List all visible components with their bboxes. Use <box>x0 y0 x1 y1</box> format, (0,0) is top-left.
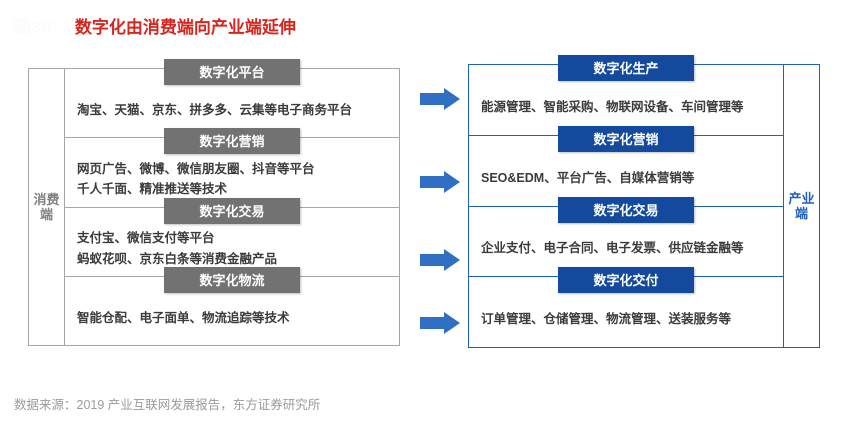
industry-section-delivery[interactable]: 数字化交付 订单管理、仓储管理、物流管理、送装服务等 <box>469 267 783 347</box>
industry-section-transaction-chip: 数字化交易 <box>558 196 694 223</box>
industry-section-transaction[interactable]: 数字化交易 企业支付、电子合同、电子发票、供应链金融等 <box>469 196 783 277</box>
consumer-sections: 数字化平台 淘宝、天猫、京东、拼多多、云集等电子商务平台 数字化营销 网页广告、… <box>65 59 399 345</box>
consumer-side-panel: 消费端 数字化平台 淘宝、天猫、京东、拼多多、云集等电子商务平台 数字化营销 网… <box>28 59 400 346</box>
consumer-section-transaction[interactable]: 数字化交易 支付宝、微信支付等平台 蚂蚁花呗、京东白条等消费金融产品 <box>65 197 399 276</box>
arrow-right-icon <box>420 171 460 193</box>
page-title: 数字化由消费端向产业端延伸 <box>74 17 296 37</box>
body-line: 订单管理、仓储管理、物流管理、送装服务等 <box>481 312 732 326</box>
figure-title-row: 图30： 数字化由消费端向产业端延伸 <box>0 10 864 40</box>
industry-section-marketing-body: SEO&EDM、平台广告、自媒体营销等 <box>481 168 783 188</box>
consumer-side-label: 消费端 <box>29 69 65 345</box>
consumer-section-platform-chip: 数字化平台 <box>164 59 300 85</box>
figure-number: 图30： <box>14 17 69 37</box>
body-line: 千人千面、精准推送等技术 <box>77 182 228 197</box>
industry-side-label-text: 产业端 <box>788 190 815 221</box>
consumer-section-platform-body: 淘宝、天猫、京东、拼多多、云集等电子商务平台 <box>77 100 399 120</box>
industry-section-production-body: 能源管理、智能采购、物联网设备、车间管理等 <box>481 97 783 117</box>
consumer-section-transaction-chip: 数字化交易 <box>164 197 300 224</box>
industry-section-delivery-body: 订单管理、仓储管理、物流管理、送装服务等 <box>481 309 783 329</box>
industry-section-transaction-body: 企业支付、电子合同、电子发票、供应链金融等 <box>481 238 783 258</box>
consumer-section-logistics-chip: 数字化物流 <box>164 266 300 293</box>
source-note: 数据来源：2019 产业互联网发展报告，东方证券研究所 <box>14 398 321 412</box>
consumer-section-platform[interactable]: 数字化平台 淘宝、天猫、京东、拼多多、云集等电子商务平台 <box>65 59 399 137</box>
consumer-section-logistics[interactable]: 数字化物流 智能仓配、电子面单、物流追踪等技术 <box>65 266 399 345</box>
body-line: 企业支付、电子合同、电子发票、供应链金融等 <box>481 241 744 256</box>
body-line: 智能仓配、电子面单、物流追踪等技术 <box>77 310 290 325</box>
consumer-section-logistics-body: 智能仓配、电子面单、物流追踪等技术 <box>77 308 399 328</box>
industry-section-production-chip: 数字化生产 <box>558 55 694 81</box>
body-line: 蚂蚁花呗、京东白条等消费金融产品 <box>77 251 278 266</box>
body-line: 淘宝、天猫、京东、拼多多、云集等电子商务平台 <box>77 103 353 117</box>
body-line: SEO&EDM、平台广告、自媒体营销等 <box>481 170 695 185</box>
body-line: 支付宝、微信支付等平台 <box>77 231 215 246</box>
arrow-right-icon <box>420 312 460 334</box>
industry-side-label: 产业端 <box>783 65 819 347</box>
consumer-section-marketing[interactable]: 数字化营销 网页广告、微博、微信朋友圈、抖音等平台 千人千面、精准推送等技术 <box>65 128 399 206</box>
consumer-section-marketing-body: 网页广告、微博、微信朋友圈、抖音等平台 千人千面、精准推送等技术 <box>77 159 399 200</box>
industry-section-production[interactable]: 数字化生产 能源管理、智能采购、物联网设备、车间管理等 <box>469 55 783 135</box>
body-line: 能源管理、智能采购、物联网设备、车间管理等 <box>481 99 744 114</box>
industry-sections: 数字化生产 能源管理、智能采购、物联网设备、车间管理等 数字化营销 SEO&ED… <box>469 55 783 347</box>
arrow-right-icon <box>420 88 460 110</box>
consumer-side-label-text: 消费端 <box>33 191 60 222</box>
industry-side-panel: 数字化生产 能源管理、智能采购、物联网设备、车间管理等 数字化营销 SEO&ED… <box>468 55 820 348</box>
industry-section-marketing-chip: 数字化营销 <box>558 125 694 152</box>
consumer-section-transaction-body: 支付宝、微信支付等平台 蚂蚁花呗、京东白条等消费金融产品 <box>77 228 399 269</box>
body-line: 网页广告、微博、微信朋友圈、抖音等平台 <box>77 162 315 177</box>
consumer-section-marketing-chip: 数字化营销 <box>164 128 300 155</box>
industry-section-marketing[interactable]: 数字化营销 SEO&EDM、平台广告、自媒体营销等 <box>469 125 783 206</box>
industry-section-delivery-chip: 数字化交付 <box>558 267 694 294</box>
arrow-right-icon <box>420 249 460 271</box>
